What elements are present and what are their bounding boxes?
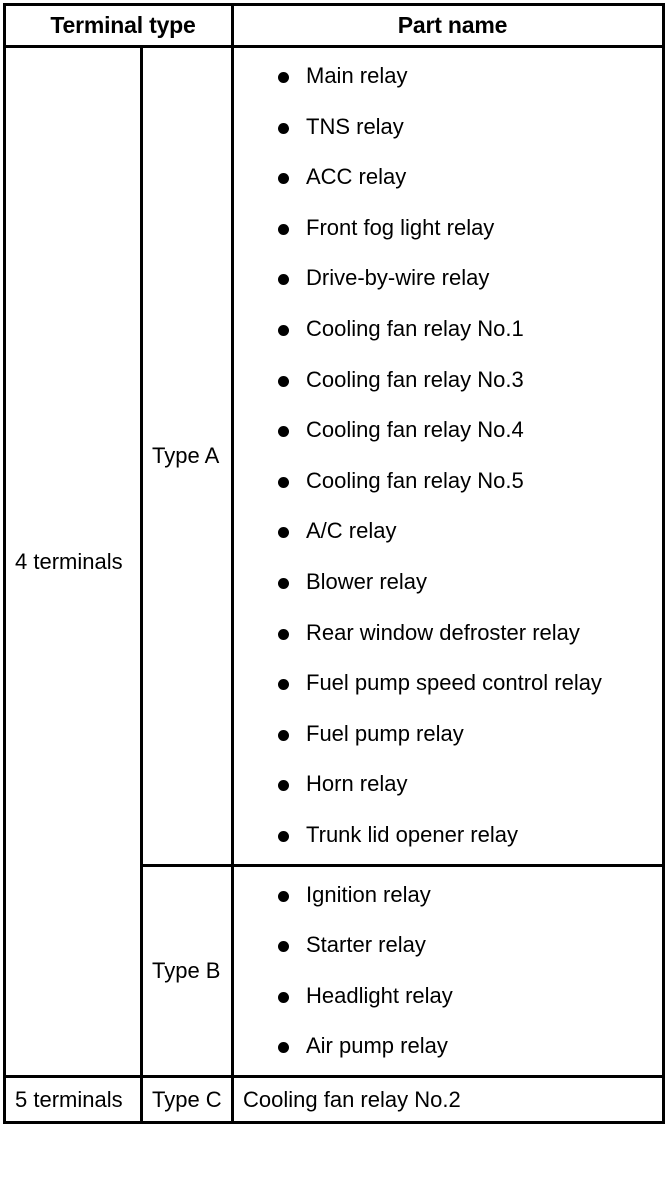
part-label: Cooling fan relay No.3 bbox=[306, 366, 524, 392]
table-row: 4 terminals Type A Main relay TNS relay bbox=[4, 46, 664, 1077]
bullet-icon bbox=[278, 628, 289, 640]
relay-terminal-table: Terminal type Part name 4 terminals Type… bbox=[3, 3, 665, 1124]
list-item: Horn relay bbox=[234, 770, 662, 799]
list-item: TNS relay bbox=[234, 113, 662, 142]
table-row: 5 terminals Type C Cooling fan relay No.… bbox=[4, 1074, 664, 1123]
part-label: Horn relay bbox=[306, 771, 408, 797]
part-label: ACC relay bbox=[306, 164, 407, 190]
bullet-icon bbox=[278, 122, 289, 134]
cell-type-label-b: Type B bbox=[140, 863, 233, 1077]
part-label: A/C relay bbox=[306, 518, 397, 544]
list-item: Cooling fan relay No.4 bbox=[234, 416, 662, 445]
part-label: TNS relay bbox=[306, 113, 404, 139]
list-item: Ignition relay bbox=[234, 881, 662, 910]
bullet-icon bbox=[278, 679, 289, 691]
list-item: A/C relay bbox=[234, 517, 662, 546]
part-label: Headlight relay bbox=[306, 982, 453, 1008]
header-row: Terminal type Part name bbox=[4, 4, 664, 48]
bullet-icon bbox=[278, 324, 289, 336]
part-label: Cooling fan relay No.1 bbox=[306, 315, 524, 341]
cell-type-label-c: Type C bbox=[140, 1074, 233, 1123]
bullet-icon bbox=[278, 527, 289, 539]
part-label: Ignition relay bbox=[306, 881, 431, 907]
bullet-icon bbox=[278, 426, 289, 438]
list-item: Drive-by-wire relay bbox=[234, 264, 662, 293]
bullet-icon bbox=[278, 890, 289, 902]
part-label: Fuel pump speed control relay bbox=[306, 670, 602, 696]
part-label: Starter relay bbox=[306, 932, 426, 958]
list-item: Main relay bbox=[234, 62, 662, 91]
header-terminal-type: Terminal type bbox=[4, 4, 233, 48]
list-item: Fuel pump relay bbox=[234, 720, 662, 749]
bullet-icon bbox=[278, 991, 289, 1003]
bullet-icon bbox=[278, 780, 289, 792]
list-item: Cooling fan relay No.1 bbox=[234, 315, 662, 344]
cell-parts-type-c: Cooling fan relay No.2 bbox=[231, 1074, 664, 1123]
part-label: Drive-by-wire relay bbox=[306, 265, 490, 291]
header-part-name: Part name bbox=[231, 4, 664, 48]
part-list-type-b: Ignition relay Starter relay Headlight r… bbox=[234, 867, 662, 1075]
part-label: Cooling fan relay No.4 bbox=[306, 417, 524, 443]
bullet-icon bbox=[278, 941, 289, 953]
part-list-type-a: Main relay TNS relay ACC relay Fron bbox=[234, 48, 662, 864]
list-item: Cooling fan relay No.5 bbox=[234, 467, 662, 496]
bullet-icon bbox=[278, 1042, 289, 1054]
cell-parts-type-b: Ignition relay Starter relay Headlight r… bbox=[231, 863, 664, 1077]
list-item: Headlight relay bbox=[234, 982, 662, 1011]
list-item: Trunk lid opener relay bbox=[234, 821, 662, 850]
part-label: Main relay bbox=[306, 63, 408, 88]
list-item: Air pump relay bbox=[234, 1032, 662, 1061]
table-body: 4 terminals Type A Main relay TNS relay bbox=[4, 46, 664, 1123]
list-item: Rear window defroster relay bbox=[234, 619, 662, 648]
part-label: Cooling fan relay No.5 bbox=[306, 467, 524, 493]
bullet-icon bbox=[278, 173, 289, 185]
bullet-icon bbox=[278, 476, 289, 488]
part-label: Front fog light relay bbox=[306, 214, 495, 240]
cell-terminal-type-5: 5 terminals bbox=[4, 1074, 142, 1123]
table-row: Type B Ignition relay Starter relay bbox=[5, 863, 664, 1077]
cell-parts-type-a: Main relay TNS relay ACC relay Fron bbox=[231, 46, 664, 865]
part-label: Blower relay bbox=[306, 568, 428, 594]
cell-terminal-type-4: 4 terminals bbox=[4, 46, 142, 1077]
table-header: Terminal type Part name bbox=[4, 4, 664, 48]
part-label: Trunk lid opener relay bbox=[306, 821, 518, 847]
list-item: Front fog light relay bbox=[234, 214, 662, 243]
bullet-icon bbox=[278, 729, 289, 741]
bullet-icon bbox=[278, 223, 289, 235]
part-label: Rear window defroster relay bbox=[306, 619, 580, 645]
list-item: Fuel pump speed control relay bbox=[234, 669, 662, 698]
bullet-icon bbox=[278, 72, 289, 83]
part-label: Air pump relay bbox=[306, 1033, 448, 1059]
list-item: Starter relay bbox=[234, 931, 662, 960]
bullet-icon bbox=[278, 577, 289, 589]
bullet-icon bbox=[278, 830, 289, 842]
list-item: Cooling fan relay No.3 bbox=[234, 366, 662, 395]
list-item: Blower relay bbox=[234, 568, 662, 597]
part-label: Fuel pump relay bbox=[306, 720, 464, 746]
bullet-icon bbox=[278, 274, 289, 286]
cell-type-label-a: Type A bbox=[140, 46, 233, 865]
list-item: ACC relay bbox=[234, 163, 662, 192]
bullet-icon bbox=[278, 375, 289, 387]
